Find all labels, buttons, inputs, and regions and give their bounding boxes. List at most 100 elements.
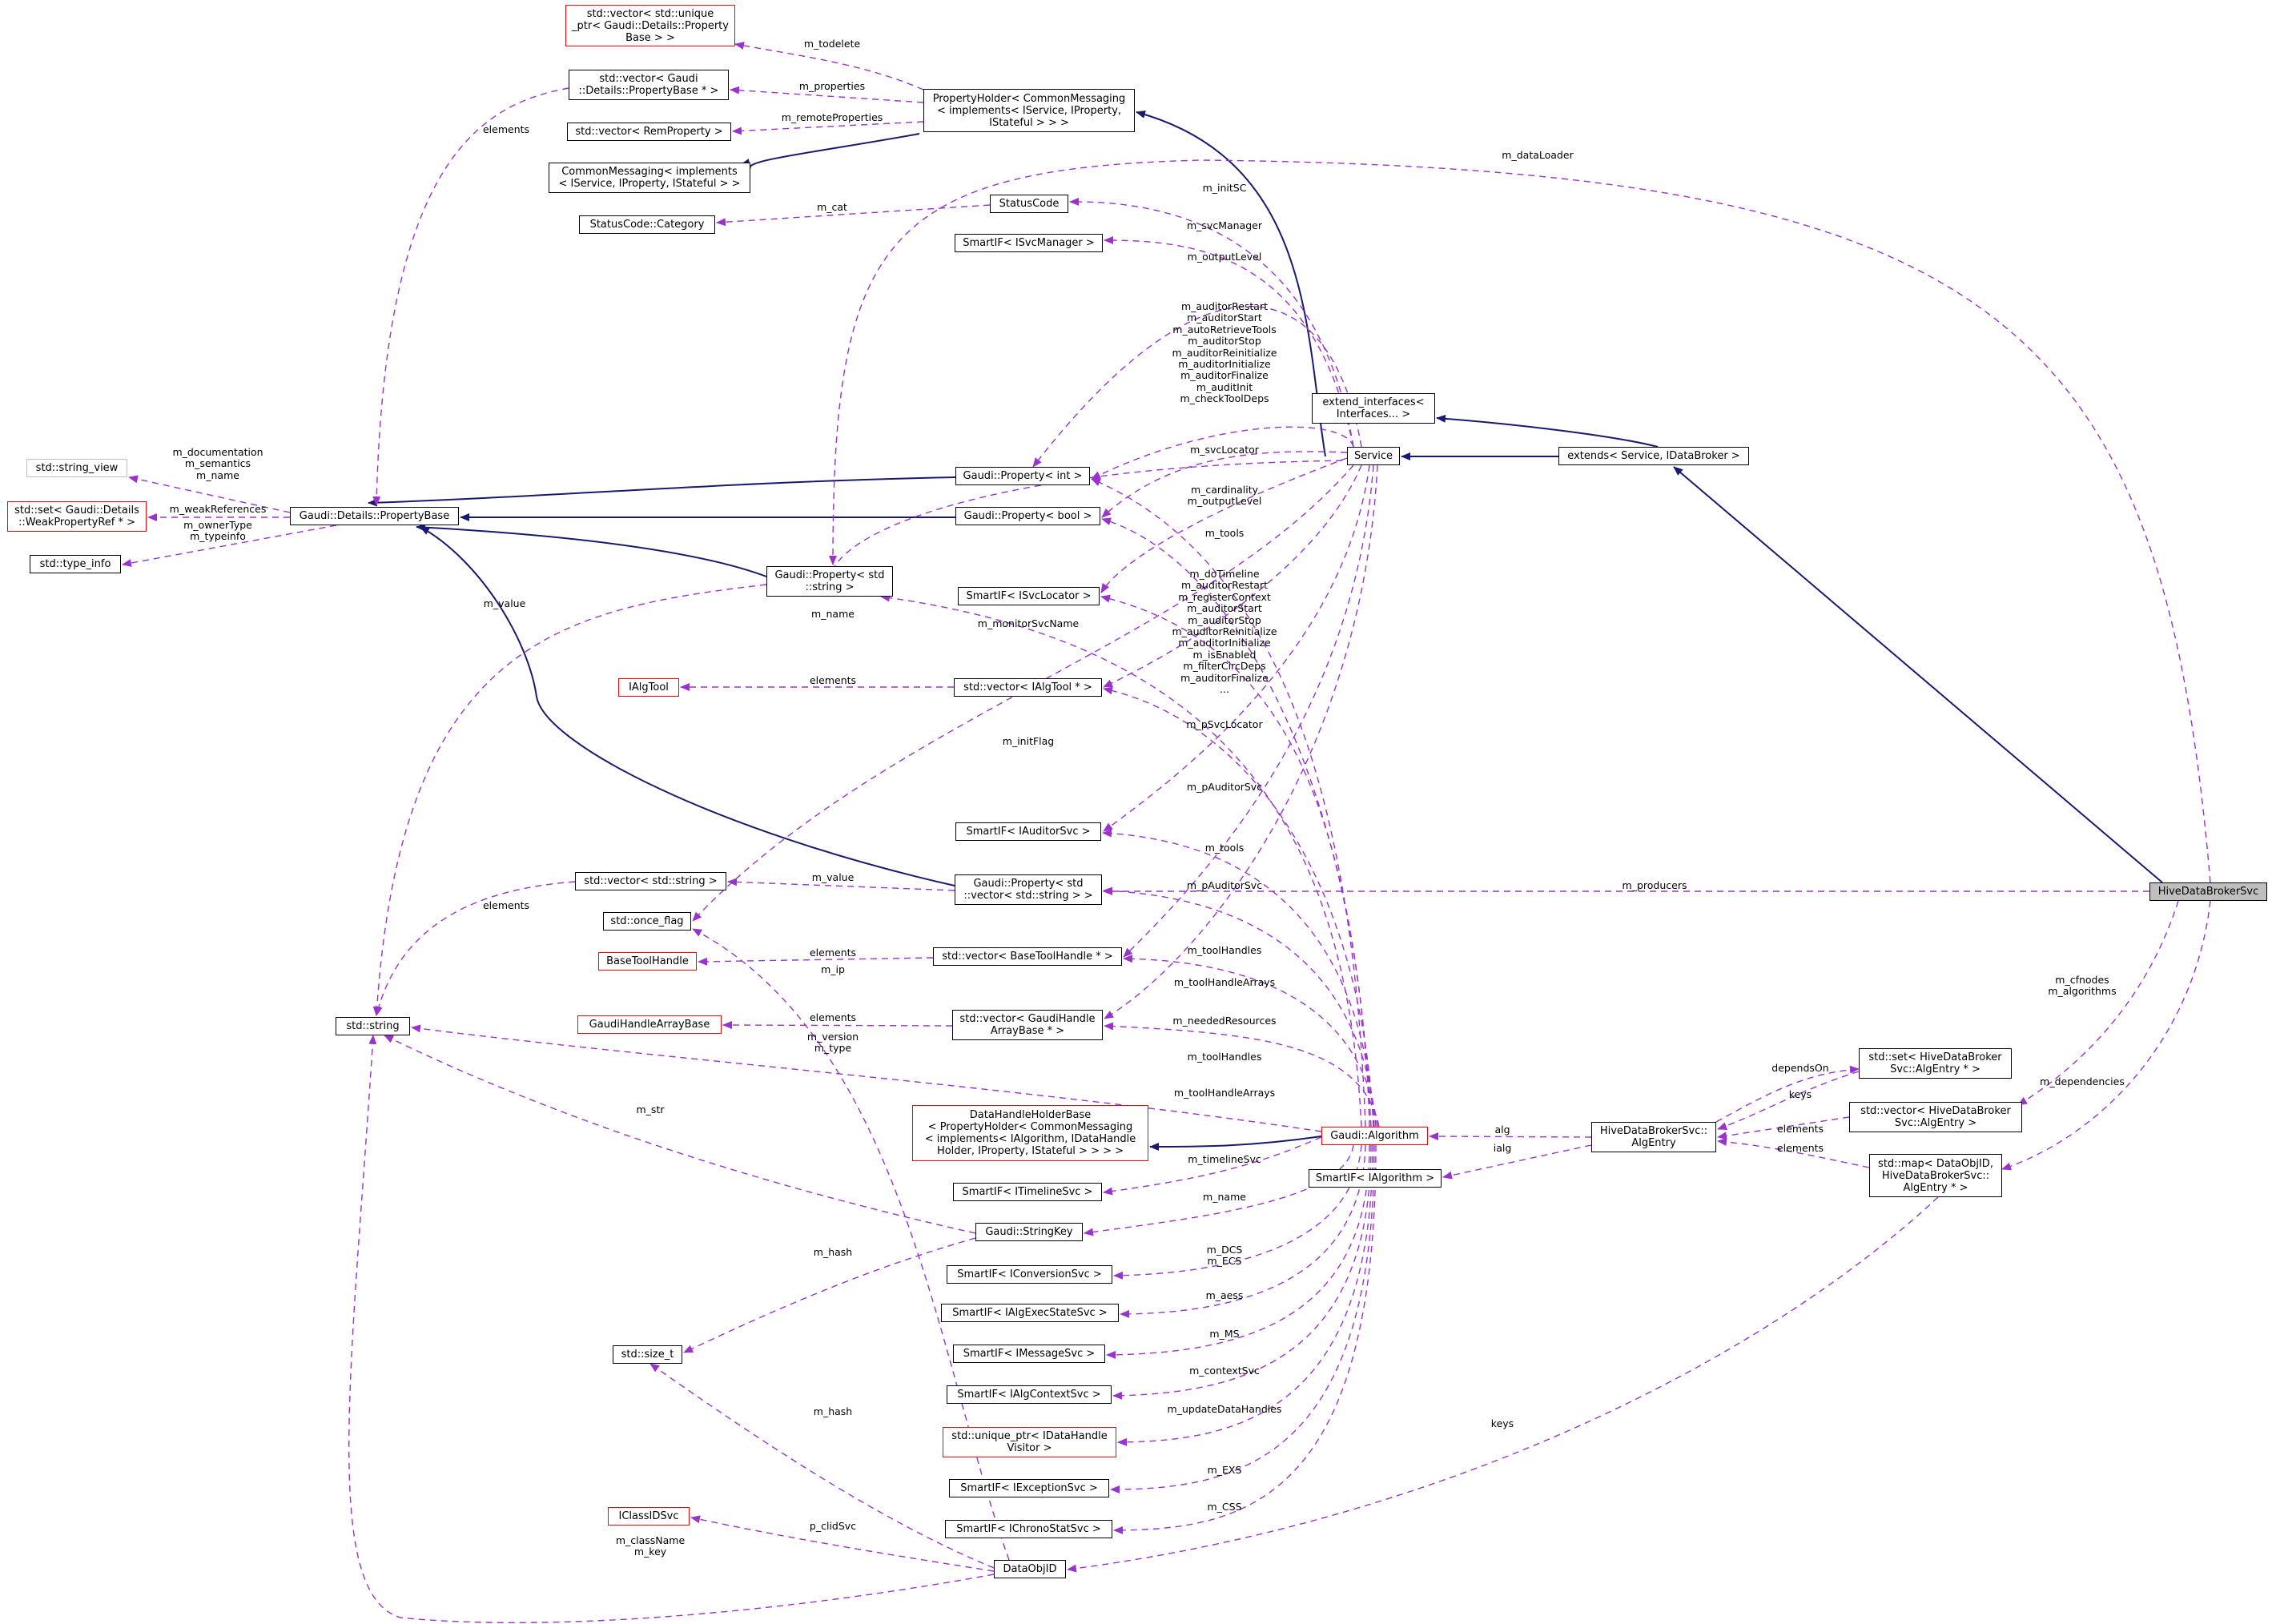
usage-edge [372, 87, 569, 506]
usage-edge [1101, 451, 1348, 518]
node-vec-string[interactable]: std::vector< std::string > [575, 872, 726, 890]
node-extends[interactable]: extends< Service, IDataBroker > [1558, 447, 1749, 465]
node-commonmessaging[interactable]: CommonMessaging< implements < IService, … [549, 163, 750, 193]
node-iclassidsvc[interactable]: IClassIDSvc [608, 1507, 690, 1526]
node-smartif-isvcmanager[interactable]: SmartIF< ISvcManager > [955, 234, 1103, 252]
node-datahandleholderbase[interactable]: DataHandleHolderBase < PropertyHolder< C… [912, 1105, 1148, 1161]
edge-label: m_auditorRestart m_auditorStart m_autoRe… [1172, 300, 1277, 405]
edge-label: m_outputLevel [1187, 251, 1262, 263]
node-set-algentry[interactable]: std::set< HiveDataBroker Svc::AlgEntry *… [1859, 1048, 2012, 1079]
node-service[interactable]: Service [1347, 447, 1400, 465]
edge-label: ialg [1493, 1142, 1512, 1154]
node-smartif-imessagesvc[interactable]: SmartIF< IMessageSvc > [953, 1345, 1105, 1363]
edge-label: m_remoteProperties [781, 111, 883, 123]
node-vec-ialgtool[interactable]: std::vector< IAlgTool * > [954, 678, 1102, 697]
node-property-string[interactable]: Gaudi::Property< std ::string > [766, 566, 893, 597]
edge-label: keys [1490, 1417, 1514, 1429]
node-vec-uptr-propbase[interactable]: std::vector< std::unique _ptr< Gaudi::De… [565, 5, 735, 46]
usage-edge [374, 881, 576, 1016]
node-vec-remproperty[interactable]: std::vector< RemProperty > [567, 123, 731, 141]
usage-edge [690, 1515, 995, 1572]
node-size-t[interactable]: std::size_t [613, 1345, 682, 1364]
node-smartif-ialgexecstatesvc[interactable]: SmartIF< IAlgExecStateSvc > [941, 1304, 1119, 1322]
inheritance-edge [1149, 1136, 1322, 1151]
edge-label: elements [482, 899, 530, 911]
edge-label: m_toolHandleArrays [1173, 976, 1276, 988]
usage-edge [683, 1237, 976, 1353]
usage-edge [1104, 1022, 1380, 1128]
edge-label: m_timelineSvc [1188, 1153, 1261, 1165]
node-statuscode-category[interactable]: StatusCode::Category [579, 215, 715, 234]
edge-label: m_cardinality m_outputLevel [1187, 484, 1262, 508]
node-propertybase[interactable]: Gaudi::Details::PropertyBase [290, 507, 459, 525]
edge-label: m_cfnodes m_algorithms [2048, 974, 2117, 998]
edge-label: m_toolHandles [1187, 944, 1262, 956]
node-property-vec-string[interactable]: Gaudi::Property< std ::vector< std::stri… [955, 874, 1102, 905]
node-smartif-itimelinesvc[interactable]: SmartIF< ITimelineSvc > [953, 1183, 1102, 1201]
usage-edge [1067, 1196, 1939, 1573]
usage-edge [734, 42, 924, 90]
node-smartif-isvclocator[interactable]: SmartIF< ISvcLocator > [958, 587, 1100, 605]
usage-edge [1103, 886, 1377, 1128]
edge-label: m_toolHandles [1187, 1051, 1262, 1063]
node-gaudi-algorithm[interactable]: Gaudi::Algorithm [1321, 1127, 1428, 1145]
node-map-dataobjid[interactable]: std::map< DataObjID, HiveDataBrokerSvc::… [1869, 1154, 2002, 1197]
edge-label: m_producers [1622, 879, 1687, 891]
node-smartif-iauditorsvc[interactable]: SmartIF< IAuditorSvc > [955, 822, 1101, 841]
edge-label: m_updateDataHandles [1167, 1403, 1282, 1415]
edge-label: m_ip [821, 963, 845, 975]
node-statuscode[interactable]: StatusCode [990, 195, 1068, 213]
usage-edge [1123, 464, 1374, 958]
node-smartif-iexceptionsvc[interactable]: SmartIF< IExceptionSvc > [949, 1479, 1109, 1497]
usage-edge [698, 957, 934, 966]
usage-edge [727, 878, 955, 891]
node-std-string[interactable]: std::string [336, 1017, 410, 1035]
usage-edge [1715, 1065, 1860, 1123]
edge-label: m_initSC [1202, 182, 1247, 194]
edge-label: m_cat [817, 201, 847, 213]
node-dataobjid[interactable]: DataObjID [994, 1560, 1066, 1578]
node-once-flag[interactable]: std::once_flag [603, 912, 691, 931]
node-property-int[interactable]: Gaudi::Property< int > [955, 467, 1090, 485]
node-smartif-ichronostatsvc[interactable]: SmartIF< IChronoStatSvc > [945, 1520, 1112, 1538]
edge-label: m_value [483, 597, 526, 609]
node-string-view[interactable]: std::string_view [26, 459, 127, 477]
node-smartif-ialgcontextsvc[interactable]: SmartIF< IAlgContextSvc > [947, 1385, 1112, 1404]
usage-edge [348, 1035, 995, 1624]
node-smartif-iconversionsvc[interactable]: SmartIF< IConversionSvc > [947, 1265, 1112, 1284]
edge-label: m_hash [813, 1246, 853, 1258]
usage-edge [122, 525, 337, 567]
node-property-bool[interactable]: Gaudi::Property< bool > [955, 507, 1100, 525]
usage-edge [384, 1035, 976, 1234]
edge-label: dependsOn [1771, 1062, 1829, 1074]
node-smartif-ialgorithm[interactable]: SmartIF< IAlgorithm > [1309, 1169, 1442, 1188]
usage-edge [128, 475, 291, 513]
node-vec-basetoolhandle[interactable]: std::vector< BaseToolHandle * > [933, 947, 1122, 966]
usage-edge [692, 928, 1010, 1561]
node-set-weakpropertyref[interactable]: std::set< Gaudi::Details ::WeakPropertyR… [7, 501, 147, 532]
node-basetoolhandle[interactable]: BaseToolHandle [598, 952, 697, 971]
node-gaudihandlearraybase[interactable]: GaudiHandleArrayBase [577, 1015, 722, 1034]
node-algentry[interactable]: HiveDataBrokerSvc:: AlgEntry [1591, 1122, 1716, 1152]
node-stringkey[interactable]: Gaudi::StringKey [975, 1223, 1083, 1241]
node-vec-gaudihandlearraybase[interactable]: std::vector< GaudiHandle ArrayBase * > [952, 1010, 1103, 1040]
node-ialgtool[interactable]: IAlgTool [618, 678, 679, 697]
node-vec-algentry[interactable]: std::vector< HiveDataBroker Svc::AlgEntr… [1849, 1102, 2022, 1132]
node-propertyholder[interactable]: PropertyHolder< CommonMessaging < implem… [923, 89, 1135, 132]
node-extend-interfaces[interactable]: extend_interfaces< Interfaces... > [1312, 393, 1435, 424]
usage-edge [1106, 1144, 1370, 1359]
node-type-info[interactable]: std::type_info [30, 555, 121, 573]
edge-label: m_hash [813, 1405, 853, 1417]
node-hivedatabrokersvc[interactable]: HiveDataBrokerSvc [2149, 882, 2267, 901]
edge-label: keys [1788, 1088, 1812, 1100]
node-uptr-idatahandlevisitor[interactable]: std::unique_ptr< IDataHandle Visitor > [943, 1427, 1116, 1457]
usage-edge [722, 1021, 953, 1030]
node-vec-propbase-ptr[interactable]: std::vector< Gaudi ::Details::PropertyBa… [569, 70, 729, 100]
edge-label: m_ownerType m_typeinfo [183, 519, 252, 543]
usage-edge [649, 1363, 995, 1569]
inheritance-edge [416, 523, 767, 577]
usage-edge [716, 204, 991, 227]
usage-edge [1100, 594, 1372, 1128]
